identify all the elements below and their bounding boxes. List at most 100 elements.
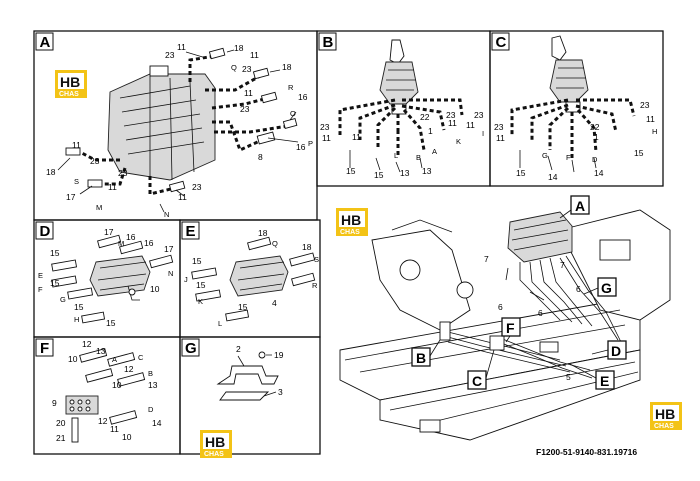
svg-text:18: 18 xyxy=(46,167,56,177)
svg-text:C: C xyxy=(138,353,144,362)
svg-text:B: B xyxy=(416,350,426,366)
svg-text:HB: HB xyxy=(60,74,80,90)
svg-text:11: 11 xyxy=(646,114,655,124)
svg-text:D: D xyxy=(611,343,621,359)
svg-text:23: 23 xyxy=(494,122,504,132)
callout-g: G xyxy=(583,277,617,297)
svg-text:11: 11 xyxy=(496,133,505,143)
svg-text:11: 11 xyxy=(466,120,475,130)
svg-text:15: 15 xyxy=(50,278,60,288)
svg-text:L: L xyxy=(394,151,398,160)
svg-text:13: 13 xyxy=(96,346,106,356)
figure-caption: F1200-51-9140-831.19716 xyxy=(536,447,637,457)
svg-text:D: D xyxy=(592,155,598,164)
svg-text:CHAS: CHAS xyxy=(204,451,224,458)
panel-frames xyxy=(33,30,664,455)
svg-text:17: 17 xyxy=(66,192,76,202)
svg-text:M: M xyxy=(96,203,102,212)
callout-d: D xyxy=(591,340,627,360)
svg-text:G: G xyxy=(542,151,548,160)
svg-text:B: B xyxy=(323,34,334,51)
panel-letter-d: D xyxy=(35,221,54,240)
svg-text:10: 10 xyxy=(68,354,78,364)
svg-text:C: C xyxy=(496,34,507,51)
panel-c-drawing: 23 11 23 22 1 11 H 15 G F D 15 14 14 xyxy=(494,35,657,182)
svg-text:12: 12 xyxy=(82,339,92,349)
svg-text:10: 10 xyxy=(150,284,160,294)
svg-text:J: J xyxy=(184,275,188,284)
svg-text:1: 1 xyxy=(428,126,433,136)
svg-text:23: 23 xyxy=(192,182,202,192)
panel-a-drawing: 11 18 23 Q 11 23 18 R 16 11 23 O 8 16 P … xyxy=(46,42,313,219)
svg-text:23: 23 xyxy=(320,122,330,132)
svg-text:11: 11 xyxy=(177,42,186,52)
svg-text:Q: Q xyxy=(272,239,278,248)
svg-text:10: 10 xyxy=(112,380,122,390)
svg-text:12: 12 xyxy=(98,416,108,426)
svg-text:14: 14 xyxy=(548,172,558,182)
panel-f-drawing: 12 13 10 A C 12 B 13 10 9 12 14 20 D 21 … xyxy=(52,339,162,443)
svg-text:P: P xyxy=(308,139,313,148)
brand-logo-3: HB CHAS xyxy=(200,430,232,458)
svg-text:14: 14 xyxy=(594,168,604,178)
machine-overview: 7 6 7 6 6 5 xyxy=(339,209,671,441)
svg-text:6: 6 xyxy=(538,308,543,318)
svg-text:E: E xyxy=(38,271,43,280)
svg-text:17: 17 xyxy=(164,244,174,254)
svg-text:G: G xyxy=(601,280,612,296)
svg-text:21: 21 xyxy=(56,433,66,443)
svg-text:Q: Q xyxy=(231,63,237,72)
svg-text:11: 11 xyxy=(448,118,457,128)
svg-text:5: 5 xyxy=(566,372,571,382)
svg-text:11: 11 xyxy=(178,192,187,202)
brand-logo-2: HB CHAS xyxy=(336,208,368,236)
svg-text:6: 6 xyxy=(576,284,581,294)
svg-text:K: K xyxy=(198,297,203,306)
svg-text:A: A xyxy=(575,198,585,214)
panel-letter-b: B xyxy=(318,32,337,51)
callout-f: F xyxy=(501,317,521,343)
svg-text:15: 15 xyxy=(374,170,384,180)
svg-text:4: 4 xyxy=(272,298,277,308)
panel-d-drawing: 17 16 16 17 15 E F 15 G 10 15 15 H M N xyxy=(38,227,174,328)
svg-text:A: A xyxy=(432,147,437,156)
svg-text:18: 18 xyxy=(234,43,244,53)
svg-text:15: 15 xyxy=(634,148,644,158)
svg-text:E: E xyxy=(600,373,609,389)
svg-text:18: 18 xyxy=(282,62,292,72)
svg-text:G: G xyxy=(60,295,66,304)
svg-text:R: R xyxy=(288,83,294,92)
svg-text:H: H xyxy=(74,315,79,324)
svg-text:K: K xyxy=(456,137,461,146)
svg-text:18: 18 xyxy=(258,228,268,238)
panel-e-drawing: 18 Q 18 S 15 J 15 4 R 15 K L xyxy=(184,228,319,328)
svg-text:11: 11 xyxy=(352,132,361,142)
panel-b-drawing: 22 23 11 11 23 1 11 23 11 I K 15 L B A 1… xyxy=(320,39,484,180)
svg-text:23: 23 xyxy=(640,100,650,110)
svg-text:F: F xyxy=(38,285,43,294)
svg-text:16: 16 xyxy=(298,92,308,102)
svg-text:23: 23 xyxy=(118,168,128,178)
svg-text:7: 7 xyxy=(484,254,489,264)
callout-c: C xyxy=(467,349,495,390)
svg-text:H: H xyxy=(652,127,657,136)
svg-text:14: 14 xyxy=(152,418,162,428)
svg-text:15: 15 xyxy=(196,280,206,290)
svg-text:20: 20 xyxy=(56,418,66,428)
svg-text:16: 16 xyxy=(144,238,154,248)
svg-text:G: G xyxy=(185,340,197,357)
svg-text:D: D xyxy=(40,223,51,240)
svg-text:15: 15 xyxy=(106,318,116,328)
svg-text:N: N xyxy=(164,210,169,219)
svg-text:CHAS: CHAS xyxy=(59,91,79,98)
svg-text:HB: HB xyxy=(655,406,675,422)
svg-text:15: 15 xyxy=(192,256,202,266)
svg-text:11: 11 xyxy=(322,133,331,143)
svg-text:2: 2 xyxy=(236,344,241,354)
svg-text:1: 1 xyxy=(594,132,599,142)
svg-text:S: S xyxy=(74,177,79,186)
callout-a: A xyxy=(559,195,590,219)
svg-text:16: 16 xyxy=(296,142,306,152)
brand-logo-1: HB CHAS xyxy=(55,70,87,98)
svg-text:A: A xyxy=(40,34,51,51)
